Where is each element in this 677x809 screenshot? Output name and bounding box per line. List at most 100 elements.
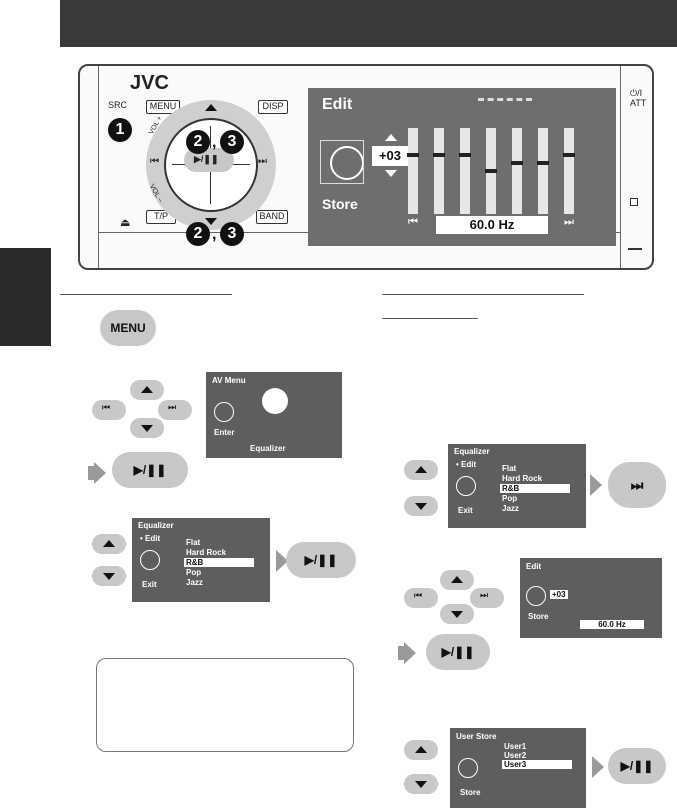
eq-value: +03 xyxy=(372,146,408,166)
av-menu-title: AV Menu xyxy=(212,376,246,385)
eq-band-column xyxy=(511,128,523,214)
play-pause-button-large[interactable]: ▶/❚❚ xyxy=(608,748,666,784)
eq-band-column xyxy=(433,128,445,214)
release-icon[interactable] xyxy=(628,242,642,250)
band-button[interactable]: BAND xyxy=(256,210,288,224)
eq-band-knob xyxy=(459,153,471,157)
eq-band-column xyxy=(537,128,549,214)
edit-store: Store xyxy=(528,612,549,621)
prev-icon: ⏮ xyxy=(102,402,111,412)
power-label[interactable]: ⏻/I xyxy=(630,88,643,98)
step-2-marker-top: 2 xyxy=(186,130,210,154)
play-pause-button-large[interactable]: ▶/❚❚ xyxy=(286,542,356,578)
store-label: Store xyxy=(322,196,358,212)
knob-icon xyxy=(140,550,160,570)
menu-button-large[interactable]: MENU xyxy=(100,310,156,346)
eq-band-knob xyxy=(511,161,523,165)
step-arrow-icon xyxy=(592,756,604,778)
prev-pill-button[interactable]: ⏮ xyxy=(404,588,438,608)
next-button-large[interactable]: ⏭ xyxy=(608,462,666,508)
step-arrow-tail xyxy=(88,466,94,480)
equalizer-list-item: Hard Rock xyxy=(186,548,227,557)
card-slot-icon xyxy=(630,198,638,206)
step-arrow-icon xyxy=(404,642,416,664)
equalizer-list-item: Flat xyxy=(502,464,517,473)
user-store-title: User Store xyxy=(456,732,497,741)
eq-band-column xyxy=(407,128,419,214)
equalizer-exit-label: Exit xyxy=(458,506,473,515)
equalizer-list-item: Flat xyxy=(186,538,201,547)
next-icon: ⏭ xyxy=(168,402,177,412)
up-pill-button[interactable] xyxy=(440,570,474,590)
eq-band-column xyxy=(563,128,575,214)
equalizer-edit-label: • Edit xyxy=(140,534,161,543)
eject-icon[interactable]: ⏏ xyxy=(120,217,131,229)
display-screen: Edit +03 Store ⏮ 60.0 Hz ⏭ xyxy=(308,88,616,246)
prev-pill-button[interactable]: ⏮ xyxy=(92,400,126,420)
faceplate-right-edge xyxy=(620,66,621,268)
left-section-rule xyxy=(60,294,232,295)
frequency-display: 60.0 Hz xyxy=(436,216,548,234)
edit-screen: Edit +03 Store 60.0 Hz xyxy=(520,558,662,638)
knob-icon xyxy=(456,476,476,496)
prev-icon: ⏮ xyxy=(414,590,423,600)
up-pill-button[interactable] xyxy=(404,740,438,760)
edit-title: Edit xyxy=(526,562,542,571)
down-pill-button[interactable] xyxy=(404,496,438,516)
next-pill-button[interactable]: ⏭ xyxy=(470,588,504,608)
screen-title: Edit xyxy=(322,96,353,113)
play-pause-button-large[interactable]: ▶/❚❚ xyxy=(426,634,490,670)
eq-band-knob xyxy=(485,169,497,173)
note-box xyxy=(96,658,354,752)
user-store-item: User2 xyxy=(504,751,527,760)
av-menu-screen: AV Menu Enter Equalizer xyxy=(206,372,342,458)
equalizer-bars xyxy=(407,128,598,214)
att-label[interactable]: ATT xyxy=(630,98,647,108)
eq-band-knob xyxy=(537,161,549,165)
up-pill-button[interactable] xyxy=(92,534,126,554)
disp-button[interactable]: DISP xyxy=(258,100,288,114)
up-arrow-icon[interactable] xyxy=(205,104,217,111)
play-pause-button[interactable]: ▶/❚❚ xyxy=(194,154,219,164)
equalizer-list-item: Pop xyxy=(186,568,202,577)
knob-icon xyxy=(526,586,546,606)
down-pill-button[interactable] xyxy=(130,418,164,438)
down-pill-button[interactable] xyxy=(440,604,474,624)
down-arrow-icon[interactable] xyxy=(205,218,217,225)
eq-band-column xyxy=(459,128,471,214)
step-1-marker: 1 xyxy=(108,118,132,142)
step-3-marker-top: 3 xyxy=(220,130,244,154)
top-header-bar xyxy=(60,0,677,47)
right-section-rule-2 xyxy=(382,318,478,319)
next-pill-button[interactable]: ⏭ xyxy=(158,400,192,420)
next-track-icon[interactable]: ⏭ xyxy=(258,156,267,167)
user-store-item: User1 xyxy=(504,742,527,751)
jvc-logo: JVC xyxy=(130,72,169,94)
prev-track-icon[interactable]: ⏮ xyxy=(150,156,159,167)
step-comma-top: , xyxy=(212,134,217,151)
step-2-marker-bottom: 2 xyxy=(186,222,210,246)
eq-band-knob xyxy=(407,153,419,157)
eq-band-column xyxy=(485,128,497,214)
right-section-rule xyxy=(382,294,584,295)
equalizer-list-item: Pop xyxy=(502,494,518,503)
equalizer-list-item: R&B xyxy=(500,484,570,493)
down-pill-button[interactable] xyxy=(92,566,126,586)
edit-frequency: 60.0 Hz xyxy=(580,620,644,629)
screen-next-icon: ⏭ xyxy=(564,216,574,228)
next-icon: ⏭ xyxy=(480,590,489,600)
equalizer-list-item: R&B xyxy=(184,558,254,567)
step-arrow-icon xyxy=(590,474,602,496)
down-pill-button[interactable] xyxy=(404,774,438,794)
play-pause-button-large[interactable]: ▶/❚❚ xyxy=(112,452,188,488)
equalizer-label: Equalizer xyxy=(250,444,286,453)
equalizer-list-item: Hard Rock xyxy=(502,474,543,483)
side-language-tab xyxy=(0,248,51,346)
up-pill-button[interactable] xyxy=(404,460,438,480)
up-pill-button[interactable] xyxy=(130,380,164,400)
user-store-store: Store xyxy=(460,788,481,797)
edit-value: +03 xyxy=(550,590,568,599)
